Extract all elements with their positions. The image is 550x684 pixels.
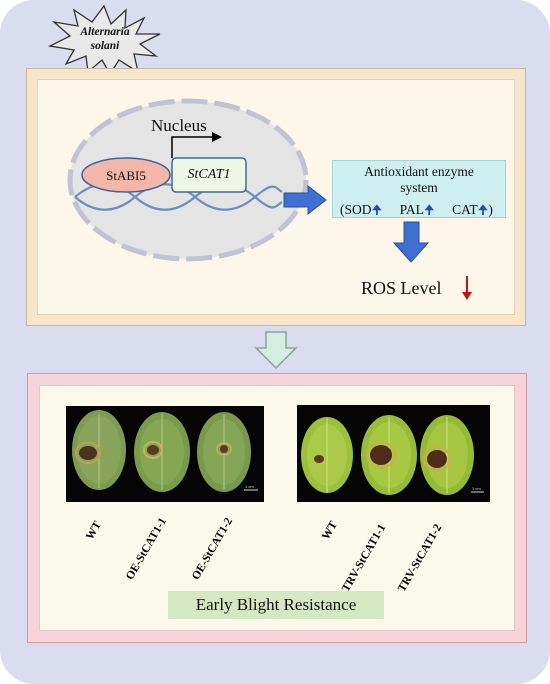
pathogen-line1: Alternaria (80, 26, 130, 38)
ros-down-arrow-icon (462, 276, 472, 300)
enzyme-title-line1: Antioxidant enzyme (364, 164, 474, 179)
gene-label: StCAT1 (187, 167, 231, 182)
ros-label: ROS Level (361, 278, 442, 298)
hollow-down-arrow-icon (254, 331, 298, 370)
scale-bar-label: 1 cm (245, 484, 254, 489)
result-label: Early Blight Resistance (195, 595, 357, 614)
pathogen-line2: solani (90, 40, 120, 52)
enzyme-item-pal-text: PAL (399, 202, 424, 217)
up-arrow-icon: 🠉 (371, 202, 383, 217)
promoter-arrow-icon (171, 136, 212, 158)
leaf-trv-1 (361, 415, 417, 495)
leaf-trv-2 (420, 415, 474, 495)
enzyme-closing-paren: ) (488, 202, 493, 217)
leaf-wt (72, 410, 126, 490)
abi5-label: StABI5 (106, 168, 146, 183)
up-arrow-icon: 🠉 (423, 202, 435, 217)
enzyme-item-cat: CAT🠉) (452, 201, 493, 223)
leaf-oe-1 (134, 412, 190, 492)
leaf-oe-2 (197, 412, 251, 492)
pathogen-label: Alternaria solani (72, 25, 138, 53)
abi5-oval (81, 157, 171, 193)
silencing-leaf-photo: 1 cm (297, 405, 490, 502)
gene-box (171, 157, 247, 193)
enzyme-item-pal: PAL🠉 (400, 201, 435, 223)
nucleus-label: Nucleus (151, 116, 207, 135)
enzyme-items: (SOD🠉 PAL🠉 CAT🠉) (340, 201, 506, 223)
leaf-wt-trv (301, 417, 353, 493)
enzyme-item-sod-text: (SOD (340, 202, 372, 217)
enzyme-title-line2: system (400, 180, 438, 195)
overexpression-leaf-photo: 1 cm (66, 406, 264, 502)
up-arrow-icon: 🠉 (477, 202, 489, 217)
right-arrow-icon (283, 184, 327, 216)
scale-bar-label: 1 cm (472, 486, 481, 491)
down-arrow-icon (392, 221, 430, 263)
enzyme-item-sod: (SOD🠉 (340, 201, 382, 223)
result-box (168, 591, 384, 619)
enzyme-system-box (332, 160, 506, 218)
enzyme-item-cat-text: CAT (452, 202, 478, 217)
enzyme-system-title: Antioxidant enzyme system (332, 164, 506, 196)
